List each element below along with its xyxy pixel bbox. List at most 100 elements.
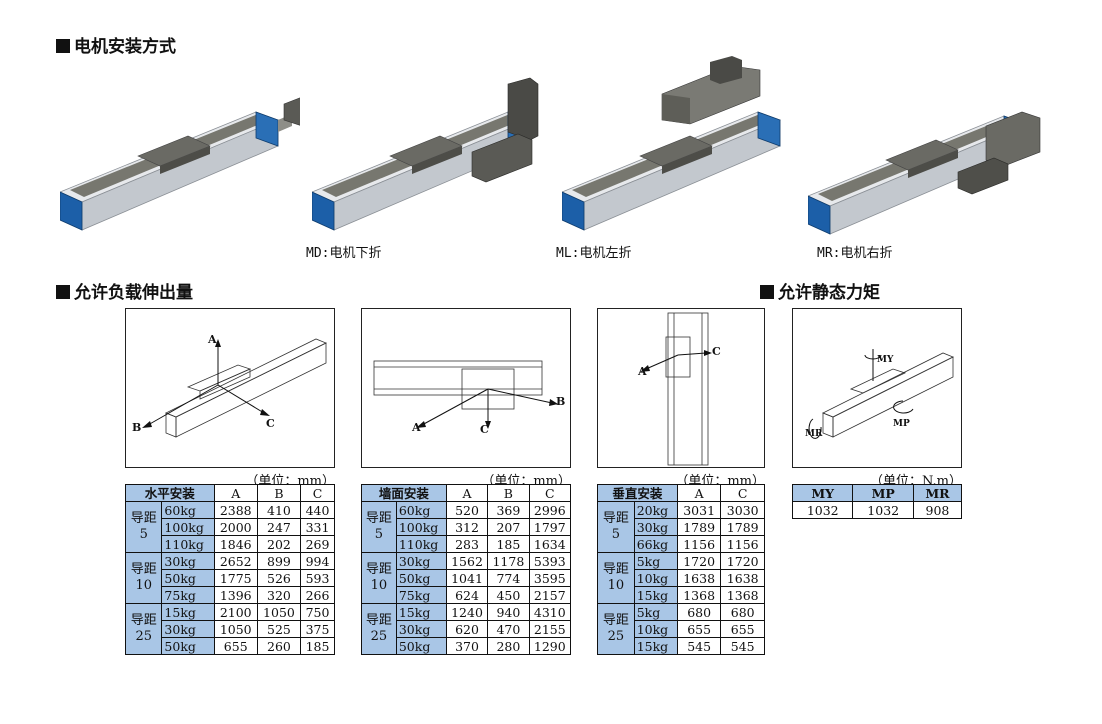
value-cell: 440	[300, 501, 335, 519]
value-cell: 525	[256, 620, 302, 638]
group-label-number: 5	[139, 527, 148, 542]
column-header-cell: MY	[791, 484, 854, 502]
group-label-text: 导距	[130, 562, 157, 577]
diagram-static-moment: MY MR MP	[792, 308, 962, 468]
load-cell: 75kg	[161, 586, 215, 604]
value-cell: 269	[300, 535, 335, 553]
value-cell: 1396	[213, 586, 258, 604]
axis-label-a: A	[208, 333, 217, 346]
value-cell: 369	[487, 501, 530, 519]
value-cell: 624	[445, 586, 489, 604]
value-cell: 908	[912, 501, 963, 519]
column-header-cell: B	[487, 484, 530, 502]
column-header-cell: A	[213, 484, 258, 502]
value-cell: 750	[300, 603, 335, 621]
load-cell: 110kg	[161, 535, 215, 553]
value-cell: 680	[720, 603, 765, 621]
value-cell: 331	[300, 518, 335, 536]
mount-mr-caption: MR:电机右折	[817, 246, 893, 261]
value-cell: 1797	[528, 518, 572, 536]
value-cell: 2652	[213, 552, 258, 570]
value-cell: 526	[256, 569, 302, 587]
load-cell: 75kg	[395, 586, 447, 604]
load-cell: 20kg	[633, 501, 678, 519]
column-header-cell: MR	[912, 484, 963, 502]
value-cell: 375	[300, 620, 335, 638]
load-cell: 30kg	[395, 552, 447, 570]
group-label-number: 10	[135, 578, 152, 593]
group-label-text: 导距	[602, 613, 629, 628]
value-cell: 280	[487, 637, 530, 655]
load-cell: 110kg	[395, 535, 447, 553]
value-cell: 450	[487, 586, 530, 604]
moment-label-mr: MR	[805, 429, 823, 439]
group-label-number: 5	[611, 527, 620, 542]
mount-ml-illustration	[562, 56, 781, 231]
value-cell: 2996	[528, 501, 572, 519]
value-cell: 1050	[213, 620, 258, 638]
load-cell: 50kg	[395, 637, 447, 655]
group-label-number: 10	[370, 578, 388, 593]
value-cell: 620	[445, 620, 489, 638]
value-cell: 1638	[676, 569, 722, 587]
group-label-text: 导距	[365, 511, 392, 526]
value-cell: 1720	[676, 552, 722, 570]
value-cell: 3030	[720, 501, 765, 519]
load-cell: 10kg	[633, 569, 678, 587]
mount-md-illustration	[312, 77, 539, 231]
value-cell: 2000	[213, 518, 258, 536]
axis-label-c: C	[480, 423, 489, 436]
group-label-number: 10	[607, 578, 625, 593]
value-cell: 185	[300, 637, 335, 655]
value-cell: 1156	[720, 535, 765, 553]
group-label-text: 导距	[365, 562, 392, 577]
diagram-wall: A B C	[361, 308, 571, 468]
axis-label-b: B	[132, 421, 142, 434]
load-cell: 50kg	[161, 637, 215, 655]
group-label-number: 25	[370, 629, 388, 644]
value-cell: 2155	[528, 620, 572, 638]
load-cell: 66kg	[633, 535, 678, 553]
table-title-cell: 墙面安装	[361, 484, 447, 502]
load-cell: 15kg	[161, 603, 215, 621]
load-cell: 10kg	[633, 620, 678, 638]
group-label-text: 导距	[602, 562, 629, 577]
mount-ml-caption: ML:电机左折	[556, 246, 632, 261]
section-title-overhang: 允许负载伸出量	[56, 278, 193, 303]
load-cell: 60kg	[395, 501, 447, 519]
value-cell: 1032	[852, 501, 914, 519]
column-header-cell: MP	[852, 484, 914, 502]
value-cell: 4310	[528, 603, 572, 621]
value-cell: 370	[445, 637, 489, 655]
section-title-static-moment: 允许静态力矩	[760, 278, 880, 303]
value-cell: 312	[445, 518, 489, 536]
group-label-text: 导距	[602, 511, 629, 526]
column-header-cell: A	[676, 484, 722, 502]
group-label-text: 导距	[365, 613, 392, 628]
load-cell: 30kg	[161, 620, 215, 638]
table-title-cell: 水平安装	[125, 484, 215, 502]
value-cell: 2388	[213, 501, 258, 519]
square-bullet-icon	[56, 285, 70, 299]
value-cell: 202	[256, 535, 302, 553]
axis-label-c: C	[266, 417, 275, 430]
